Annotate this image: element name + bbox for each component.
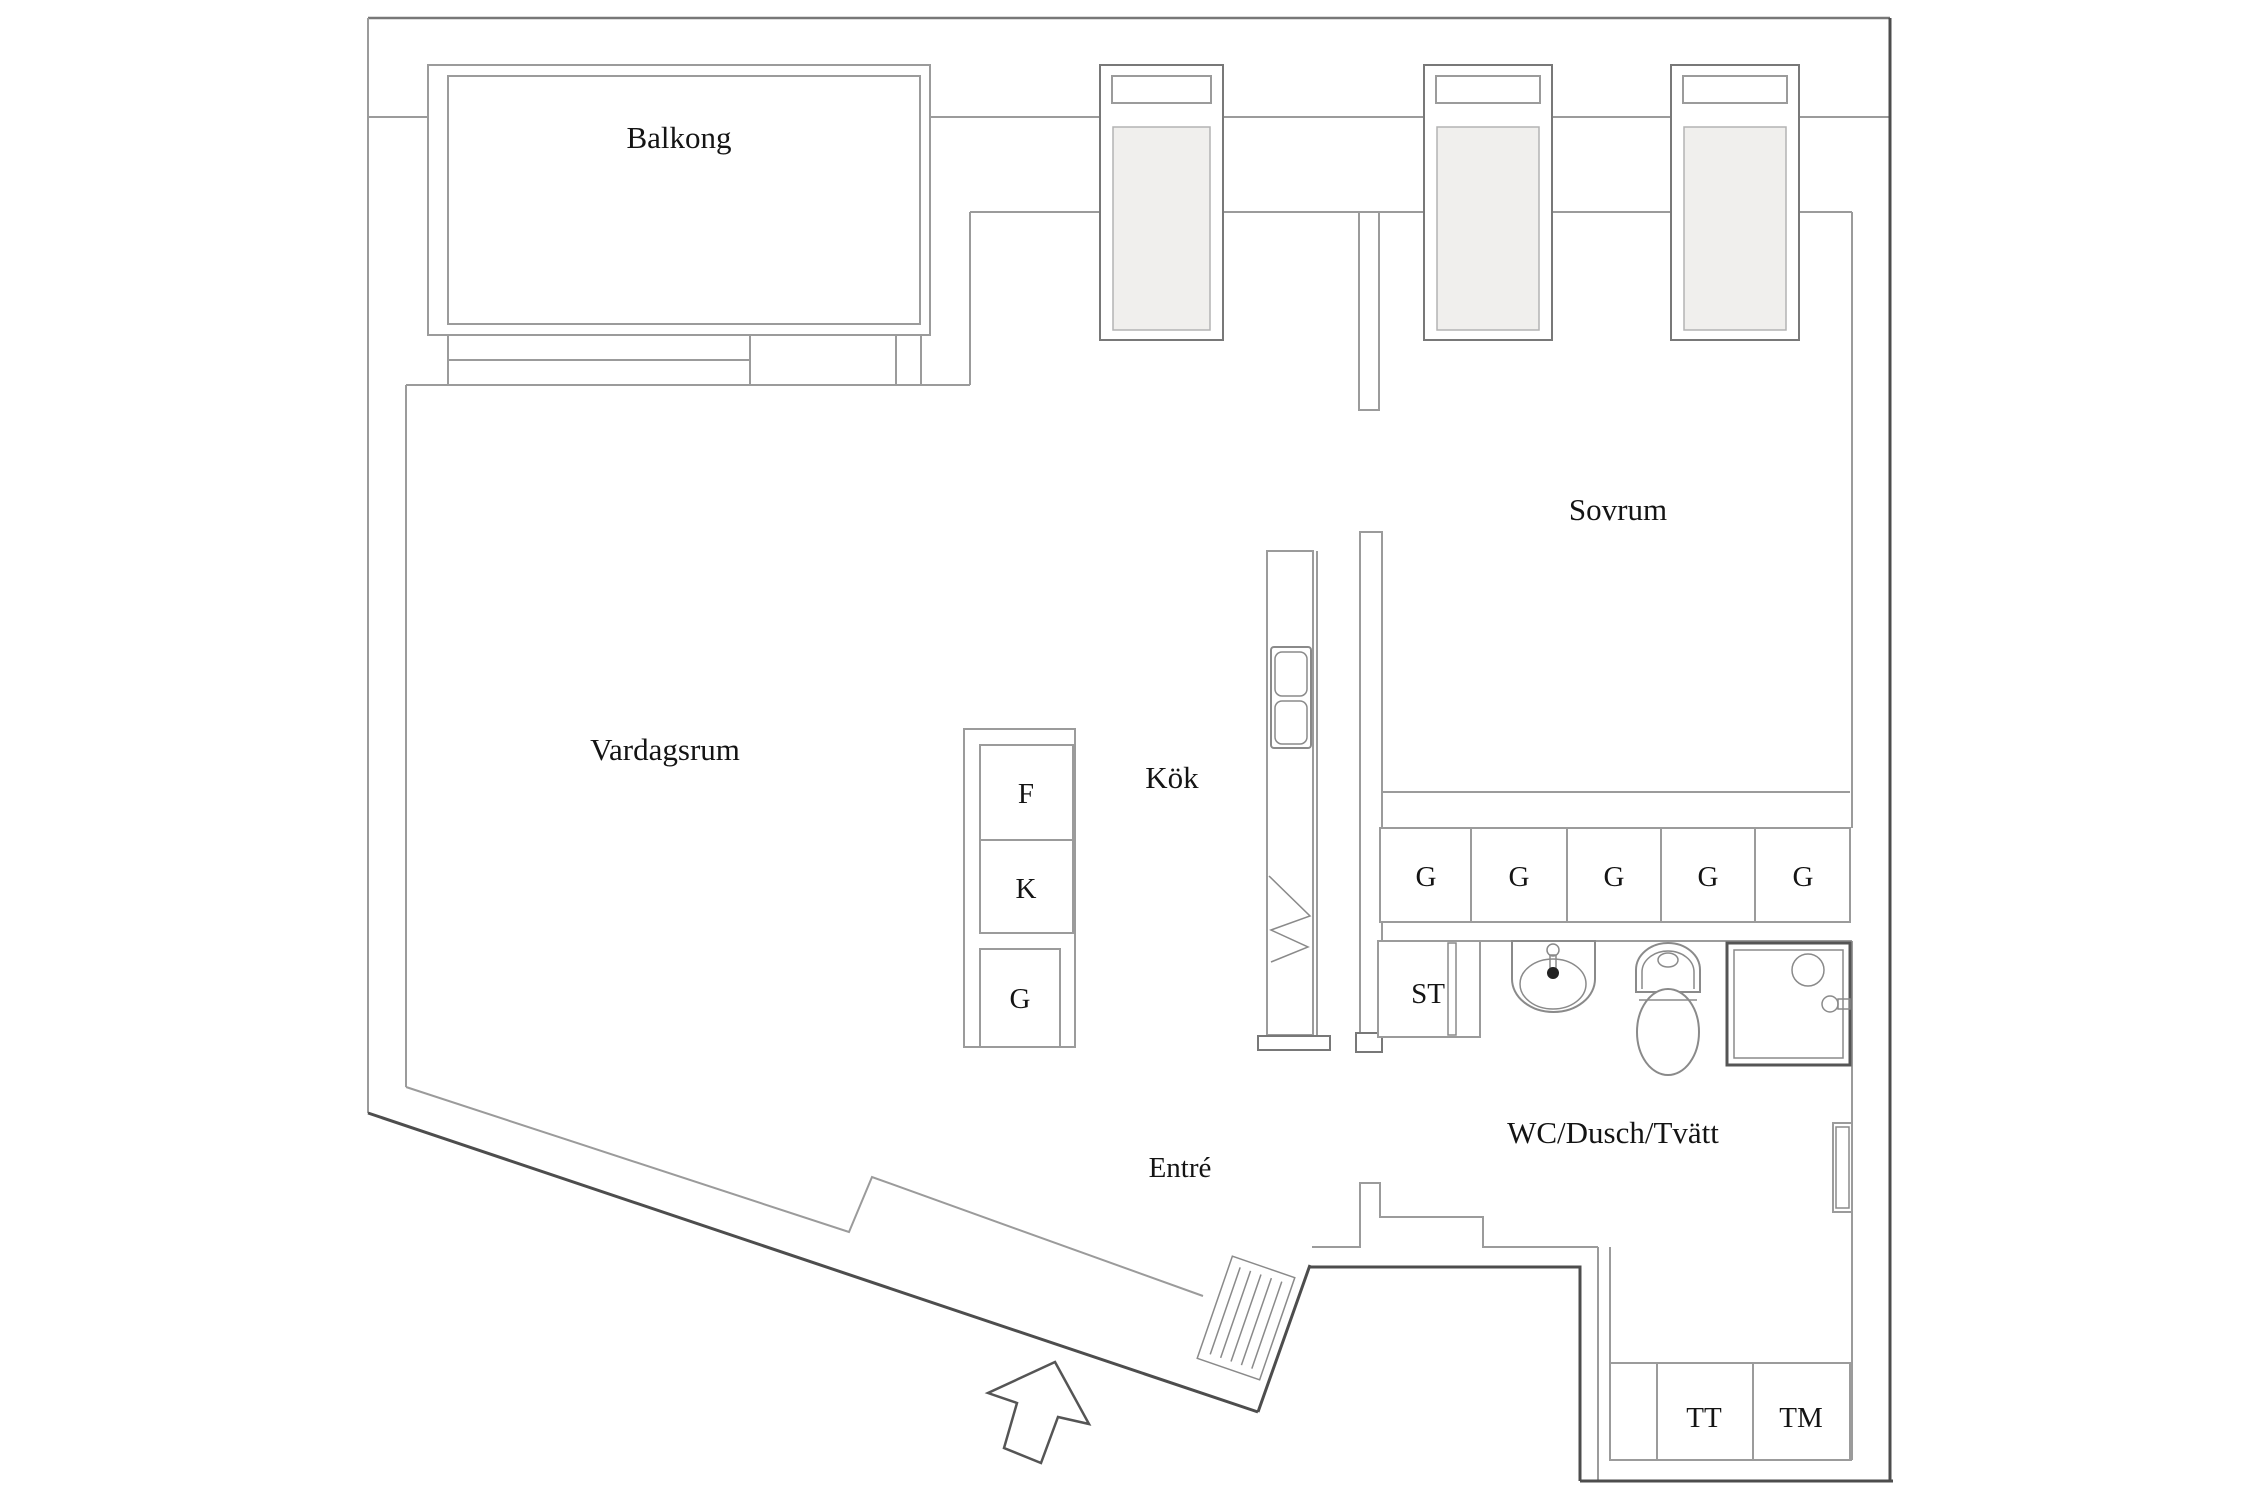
window-icon [1670, 64, 1800, 341]
entrance-label: Entré [1149, 1152, 1212, 1184]
kitchen-unit: Kök [1145, 531, 1383, 1053]
wardrobe-label: G [1793, 861, 1814, 893]
st-closet: ST [1377, 940, 1481, 1038]
balcony-label: Balkong [626, 120, 731, 155]
st-closet-label: ST [1411, 978, 1445, 1010]
wardrobe-outline [1379, 827, 1851, 923]
wardrobe-dividers [1470, 828, 1756, 922]
balcony-door-sill-upper [447, 334, 751, 361]
balcony: Balkong [427, 64, 931, 386]
sink-icon [1511, 940, 1596, 1013]
wardrobe-label: G [1698, 861, 1719, 893]
washing-machine-label: TM [1779, 1402, 1823, 1434]
window-wall-stub [1358, 211, 1380, 411]
shower-icon [1725, 941, 1852, 1067]
toilet-icon [1635, 942, 1701, 1076]
doormat-icon [1196, 1255, 1296, 1381]
dryer-label: TT [1686, 1402, 1722, 1434]
cabinet-g [979, 948, 1061, 1048]
cabinet-k [979, 839, 1074, 934]
cabinet-k-label: K [1016, 873, 1037, 905]
cabinet-fkg: F K G [963, 728, 1076, 1048]
window-icon [1099, 64, 1224, 341]
bedroom-label: Sovrum [1569, 492, 1667, 527]
kitchen-label: Kök [1145, 760, 1199, 795]
wardrobe-label: G [1416, 861, 1437, 893]
kitchen-sink-icon [1270, 646, 1312, 749]
kitchen-baseplate [1257, 1035, 1331, 1051]
living-room-label: Vardagsrum [590, 732, 740, 767]
entrance-arrow-icon [984, 1360, 1092, 1465]
cabinet-g-label: G [1010, 983, 1031, 1015]
bathroom-label: WC/Dusch/Tvätt [1507, 1115, 1719, 1150]
balcony-door-sill-lower [447, 359, 751, 386]
bathroom: WC/Dusch/Tvätt [1447, 940, 1853, 1213]
bathroom-door-leaf [1447, 942, 1457, 1036]
kitchen-wall-endcap [1355, 1032, 1383, 1053]
wardrobe-row: G G G G G [1379, 827, 1851, 923]
appliance-row-outline [1609, 1362, 1851, 1461]
laundry-appliances: TT TM [1609, 1362, 1851, 1461]
kitchen-counter [1266, 550, 1314, 1036]
st-closet-outline [1377, 940, 1481, 1038]
window-icon [1423, 64, 1553, 341]
wardrobe-label: G [1604, 861, 1625, 893]
balcony-inner-rail [447, 75, 921, 325]
appliance-dividers [1656, 1363, 1754, 1460]
wardrobe-label: G [1509, 861, 1530, 893]
windows [1099, 64, 1800, 411]
wall-segments-dark [367, 18, 1893, 1483]
bathroom-window-icon [1832, 1122, 1853, 1213]
entrance: Entré [984, 1152, 1296, 1465]
building-outline [367, 16, 1893, 1483]
cabinet-f [979, 744, 1074, 841]
stove-icon [1268, 875, 1312, 963]
cabinet-f-label: F [1018, 778, 1034, 810]
